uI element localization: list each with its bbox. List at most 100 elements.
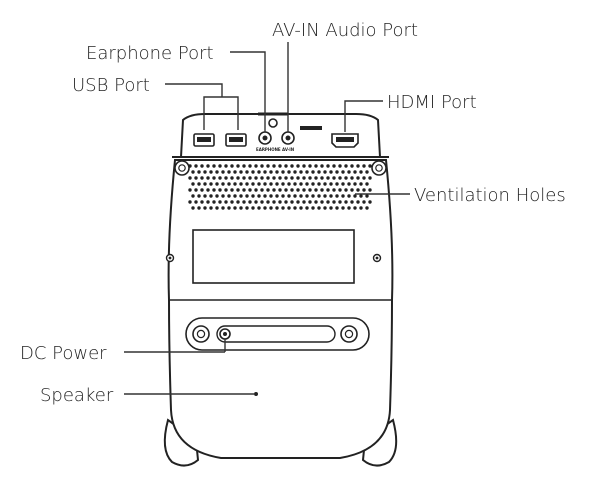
vent-hole xyxy=(251,182,255,186)
vent-hole xyxy=(227,194,231,198)
vent-hole xyxy=(218,164,222,168)
vent-hole xyxy=(269,170,273,174)
vent-hole xyxy=(206,176,210,180)
vent-hole xyxy=(269,206,273,210)
vent-hole xyxy=(326,188,330,192)
vent-hole xyxy=(332,164,336,168)
vent-hole xyxy=(272,164,276,168)
vent-hole xyxy=(293,170,297,174)
vent-hole xyxy=(308,188,312,192)
vent-hole xyxy=(278,176,282,180)
vent-hole xyxy=(326,164,330,168)
vent-hole xyxy=(278,164,282,168)
vent-hole xyxy=(323,206,327,210)
vent-hole xyxy=(230,188,234,192)
vent-hole xyxy=(218,176,222,180)
vent-hole xyxy=(191,194,195,198)
card-slot xyxy=(300,126,322,130)
vent-hole xyxy=(332,188,336,192)
leader-lines xyxy=(124,42,410,395)
vent-hole xyxy=(299,182,303,186)
vent-hole xyxy=(188,176,192,180)
vent-hole xyxy=(299,170,303,174)
earphone-marking: EARPHONE xyxy=(256,147,281,152)
vent-hole xyxy=(320,164,324,168)
vent-hole xyxy=(284,188,288,192)
vent-hole xyxy=(332,200,336,204)
av-in-marking: AV-IN xyxy=(282,147,294,152)
speaker-point xyxy=(254,392,258,396)
usb-port-2-inner xyxy=(229,137,243,142)
vent-hole xyxy=(227,182,231,186)
vent-hole xyxy=(362,164,366,168)
vent-hole xyxy=(362,176,366,180)
vent-hole xyxy=(206,188,210,192)
vent-hole xyxy=(281,182,285,186)
vent-hole xyxy=(248,164,252,168)
vent-hole xyxy=(302,176,306,180)
label-window xyxy=(192,229,355,284)
vent-hole xyxy=(209,194,213,198)
vent-hole xyxy=(305,206,309,210)
vent-hole xyxy=(287,182,291,186)
label-earphone-port: Earphone Port xyxy=(86,43,214,64)
vent-hole xyxy=(368,188,372,192)
vent-hole xyxy=(350,164,354,168)
vent-hole xyxy=(353,206,357,210)
vent-hole xyxy=(341,182,345,186)
vent-hole xyxy=(362,188,366,192)
vent-hole xyxy=(317,194,321,198)
vent-hole xyxy=(188,200,192,204)
vent-hole xyxy=(284,176,288,180)
vent-hole xyxy=(284,200,288,204)
vent-hole xyxy=(194,164,198,168)
vent-hole xyxy=(203,194,207,198)
vent-hole xyxy=(275,206,279,210)
vent-hole xyxy=(314,188,318,192)
vent-hole xyxy=(311,182,315,186)
vent-hole xyxy=(308,200,312,204)
vent-hole xyxy=(239,194,243,198)
callout-labels: AV-IN Audio Port Earphone Port USB Port … xyxy=(20,20,566,406)
top-right-screw xyxy=(371,160,387,176)
vent-hole xyxy=(242,188,246,192)
vent-hole xyxy=(350,188,354,192)
vent-hole xyxy=(212,164,216,168)
vent-hole xyxy=(329,170,333,174)
vent-hole xyxy=(314,200,318,204)
vent-hole xyxy=(305,170,309,174)
vent-hole xyxy=(230,164,234,168)
vent-hole xyxy=(224,176,228,180)
vent-hole xyxy=(260,200,264,204)
label-dc-power: DC Power xyxy=(20,343,107,364)
vent-hole xyxy=(323,194,327,198)
vent-hole xyxy=(308,164,312,168)
dc-power-slot xyxy=(216,325,336,343)
vent-hole xyxy=(260,188,264,192)
vent-hole xyxy=(329,182,333,186)
vent-hole xyxy=(317,182,321,186)
vent-hole xyxy=(290,188,294,192)
vent-hole xyxy=(275,170,279,174)
vent-hole xyxy=(287,206,291,210)
vent-hole xyxy=(299,194,303,198)
vent-hole xyxy=(203,170,207,174)
vent-hole xyxy=(317,206,321,210)
vent-hole xyxy=(359,194,363,198)
vent-hole xyxy=(359,206,363,210)
vent-hole xyxy=(257,182,261,186)
vent-hole xyxy=(281,194,285,198)
vent-hole xyxy=(203,182,207,186)
label-ventilation-holes: Ventilation Holes xyxy=(414,185,566,206)
vent-hole xyxy=(365,170,369,174)
vent-hole xyxy=(341,206,345,210)
vent-hole xyxy=(266,188,270,192)
vent-hole xyxy=(293,194,297,198)
vent-hole xyxy=(356,200,360,204)
vent-hole xyxy=(275,182,279,186)
vent-hole xyxy=(344,176,348,180)
vent-hole xyxy=(356,176,360,180)
vent-hole xyxy=(320,188,324,192)
vent-hole xyxy=(245,194,249,198)
bar-right-knob xyxy=(340,325,358,343)
